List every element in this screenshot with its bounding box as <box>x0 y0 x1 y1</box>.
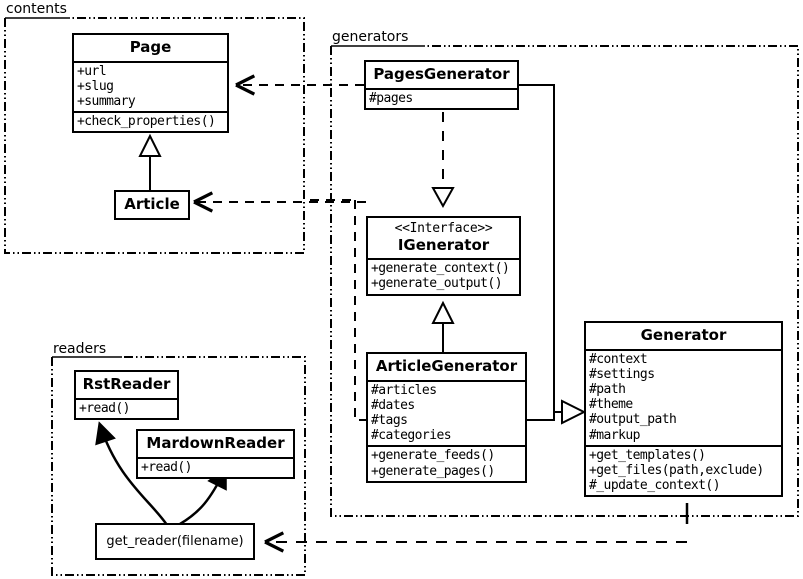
class-rstreader-name: RstReader <box>82 375 171 393</box>
class-articlegenerator-methods: +generate_feeds() +generate_pages() <box>368 445 525 480</box>
function-getreader[interactable]: get_reader(filename) <box>95 523 255 560</box>
method: +get_files(path,exclude) <box>589 462 764 478</box>
class-pagesgenerator-name: PagesGenerator <box>373 65 510 83</box>
attribute: +url <box>77 63 107 79</box>
method: +get_templates() <box>589 447 706 463</box>
class-article[interactable]: Article <box>114 190 190 220</box>
class-igenerator-name: <<Interface>> IGenerator <box>368 218 519 258</box>
class-article-name: Article <box>124 195 180 213</box>
generalization-generators-to-generator <box>519 84 587 425</box>
class-igenerator-stereotype: <<Interface>> <box>394 221 493 236</box>
method: +check_properties() <box>77 114 216 130</box>
dependency-rail-generators <box>310 199 366 421</box>
class-generator[interactable]: Generator #context #settings #path #them… <box>584 321 783 498</box>
class-rstreader-methods: +read() <box>76 397 177 418</box>
class-igenerator-methods: +generate_context() +generate_output() <box>368 258 519 293</box>
method: +read() <box>79 400 130 416</box>
attribute: +slug <box>77 78 114 94</box>
attribute: #markup <box>589 427 640 443</box>
package-label-readers: readers <box>53 341 107 357</box>
method: +generate_output() <box>371 276 503 292</box>
attribute: #articles <box>371 382 437 398</box>
method: +read() <box>141 459 192 475</box>
class-generator-methods: +get_templates() +get_files(path,exclude… <box>586 444 781 495</box>
attribute: #theme <box>589 397 633 413</box>
attribute: +summary <box>77 94 136 110</box>
class-mardownreader[interactable]: MardownReader +read() <box>136 429 295 479</box>
realization-pagesgenerator-to-igenerator <box>431 112 455 209</box>
method: +generate_pages() <box>371 463 495 479</box>
generalization-article-to-page <box>138 133 162 190</box>
class-pagesgenerator[interactable]: PagesGenerator #pages <box>364 60 519 110</box>
method: +generate_feeds() <box>371 448 495 464</box>
class-mardownreader-name: MardownReader <box>146 434 285 452</box>
class-page[interactable]: Page +url +slug +summary +check_properti… <box>72 33 229 134</box>
attribute: #path <box>589 382 626 398</box>
attribute: #settings <box>589 366 655 382</box>
attribute: #dates <box>371 397 415 413</box>
class-igenerator-label: IGenerator <box>397 235 490 254</box>
package-label-generators: generators <box>332 29 409 45</box>
attribute: #pages <box>369 90 413 106</box>
method: +generate_context() <box>371 261 510 277</box>
attribute: #tags <box>371 413 408 429</box>
attribute: #context <box>589 351 648 367</box>
class-articlegenerator-attributes: #articles #dates #tags #categories <box>368 379 525 446</box>
attribute: #output_path <box>589 412 677 428</box>
generalization-articlegenerator-to-igenerator <box>431 300 455 352</box>
class-articlegenerator[interactable]: ArticleGenerator #articles #dates #tags … <box>366 352 527 483</box>
class-generator-attributes: #context #settings #path #theme #output_… <box>586 348 781 445</box>
class-mardownreader-methods: +read() <box>138 456 293 477</box>
class-page-methods: +check_properties() <box>74 111 227 131</box>
class-igenerator[interactable]: <<Interface>> IGenerator +generate_conte… <box>366 216 521 296</box>
attribute: #categories <box>371 428 452 444</box>
class-generator-name: Generator <box>640 326 727 344</box>
class-articlegenerator-name: ArticleGenerator <box>375 357 518 375</box>
class-pagesgenerator-attributes: #pages <box>366 87 517 108</box>
class-page-attributes: +url +slug +summary <box>74 60 227 111</box>
package-label-contents: contents <box>6 1 67 17</box>
method: #_update_context() <box>589 477 721 493</box>
class-rstreader[interactable]: RstReader +read() <box>74 370 179 420</box>
function-getreader-label: get_reader(filename) <box>106 534 244 549</box>
class-page-name: Page <box>129 38 172 56</box>
